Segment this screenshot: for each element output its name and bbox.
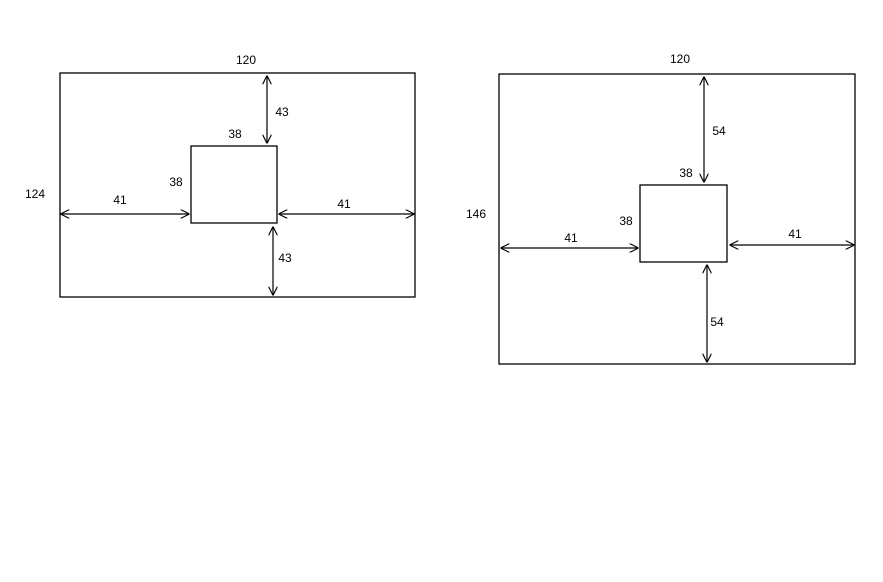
inner-box <box>639 184 728 263</box>
outer-height-label: 146 <box>466 207 486 221</box>
inner-box <box>190 145 278 224</box>
outer-frame <box>59 72 416 298</box>
inner-height-label: 38 <box>169 175 183 189</box>
outer-width-label: 120 <box>236 53 256 67</box>
top-gap-label: 54 <box>712 124 726 138</box>
inner-width-label: 38 <box>228 127 242 141</box>
top-gap-label: 43 <box>275 105 289 119</box>
diagram-1: 120 124 38 38 43 43 41 41 <box>25 53 416 298</box>
left-gap-label: 41 <box>113 193 127 207</box>
diagram-2: 120 146 38 38 54 54 41 41 <box>466 52 856 365</box>
bottom-gap-label: 43 <box>278 251 292 265</box>
right-gap-label: 41 <box>337 197 351 211</box>
left-gap-label: 41 <box>564 231 578 245</box>
right-gap-label: 41 <box>788 227 802 241</box>
outer-height-label: 124 <box>25 187 45 201</box>
outer-width-label: 120 <box>670 52 690 66</box>
outer-frame <box>498 73 856 365</box>
inner-width-label: 38 <box>679 166 693 180</box>
inner-height-label: 38 <box>619 214 633 228</box>
bottom-gap-label: 54 <box>710 315 724 329</box>
